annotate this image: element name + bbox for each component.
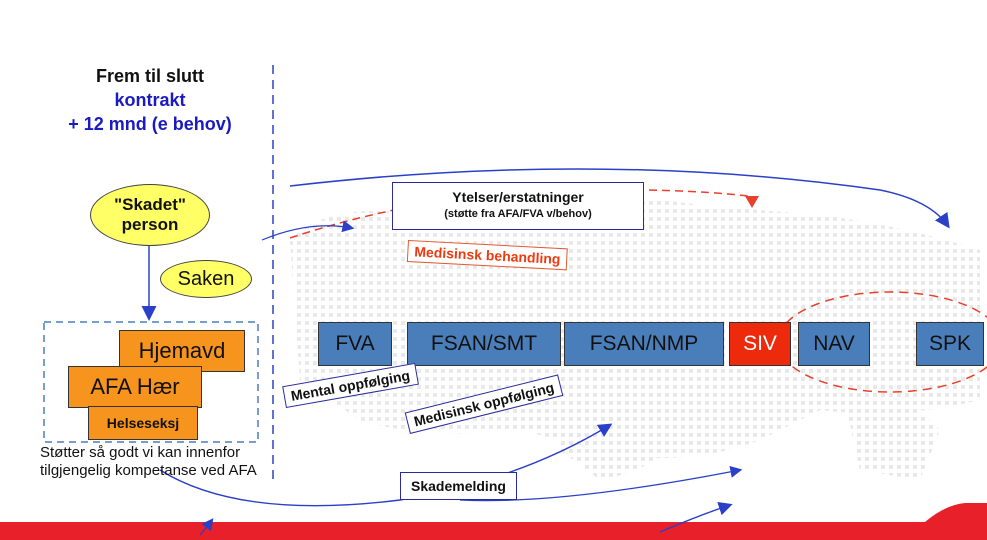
org-fva-label: FVA [335,332,375,355]
org-fsan-nmp-label: FSAN/NMP [589,332,699,355]
org-fsan-smt: FSAN/SMT [407,322,561,366]
injury-report-label: Skademelding [400,472,517,500]
benefits-title: Ytelser/erstatninger [452,189,584,205]
red-arrow-head [745,196,759,208]
timeframe-line-1: Frem til slutt [95,66,204,86]
timeframe-line-3: + 12 mnd (e behov) [68,114,232,134]
arrow-person-to-benefits [261,220,355,241]
arrow-lower-right [659,501,733,533]
org-fsan-nmp: FSAN/NMP [564,322,724,366]
injured-person-node: "Skadet" person [90,184,210,246]
person-line-2: person [121,215,179,234]
org-spk: SPK [916,322,984,366]
org-nav-label: NAV [813,332,855,355]
unit-afa-haer-label: AFA Hær [90,374,180,399]
arrow-benefits-path [289,168,950,229]
benefits-subtitle: (støtte fra AFA/FVA v/behov) [444,208,592,220]
person-line-1: "Skadet" [114,195,186,214]
arrow-lower-left [199,518,214,536]
timeframe-heading: Frem til slutt kontrakt + 12 mnd (e beho… [40,64,260,136]
org-siv: SIV [729,322,791,366]
timeframe-line-2: kontrakt [114,90,186,110]
unit-hjemavd-label: Hjemavd [138,338,226,363]
org-fsan-smt-label: FSAN/SMT [430,332,538,355]
org-siv-label: SIV [743,332,777,355]
arrow-lower-mid [459,465,743,502]
org-fva: FVA [318,322,392,366]
case-label: Saken [177,267,235,290]
support-note: Støtter så godt vi kan innenfor tilgjeng… [40,444,257,479]
unit-afa-haer: AFA Hær [68,366,202,408]
unit-helseseksj-label: Helseseksj [106,415,180,431]
footer-band [0,503,987,540]
case-node: Saken [160,260,252,298]
org-nav: NAV [798,322,870,366]
benefits-box: Ytelser/erstatninger (støtte fra AFA/FVA… [392,182,644,230]
arrow-support-to-injury [159,423,613,507]
unit-helseseksj: Helseseksj [88,406,198,440]
org-spk-label: SPK [928,332,972,355]
unit-hjemavd: Hjemavd [119,330,245,372]
